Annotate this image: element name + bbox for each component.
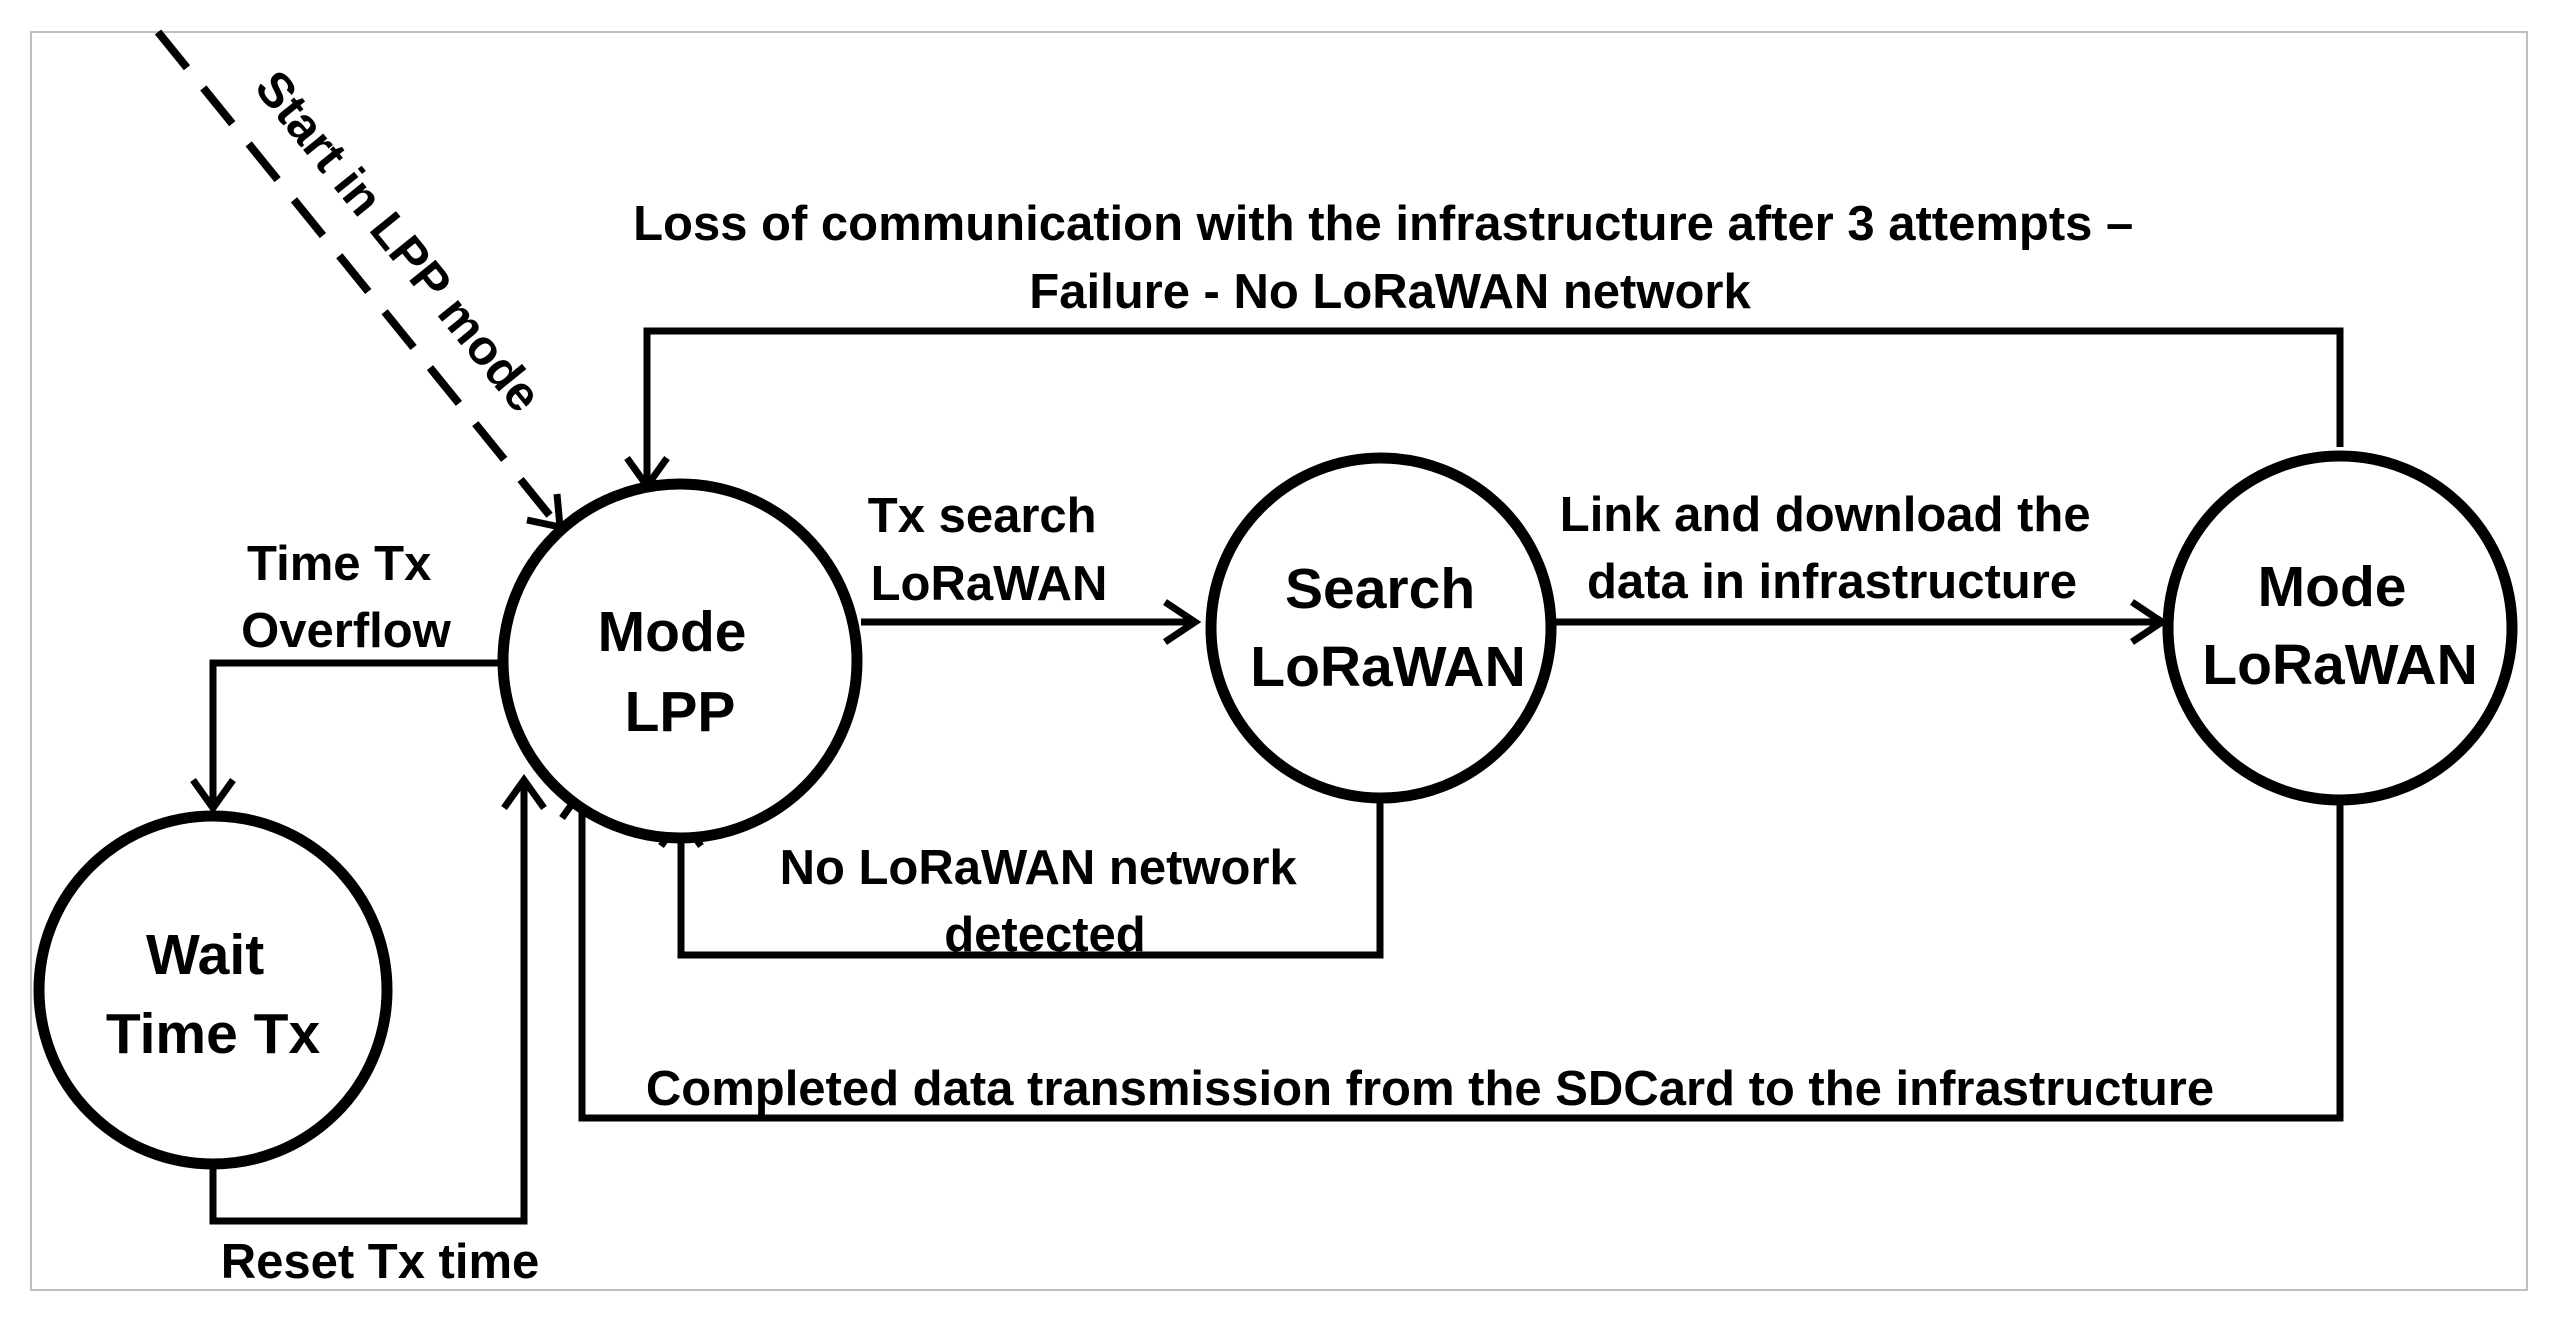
reset-arrow (209, 773, 547, 1225)
svg-text:Link and download the data: Link and download the data in infrastruc… (1560, 488, 2104, 609)
link-download-label-line-2: data in infrastructure (1587, 555, 2077, 609)
no-network-label-line-2: detected (944, 908, 1146, 962)
diagram-frame (30, 31, 2528, 1291)
tx-search-label-line-2: LoRaWAN (871, 557, 1108, 611)
svg-text:Time Tx Overflow: Time Tx Overflow (241, 537, 452, 658)
svg-text:Search LoRaWAN: Search LoRaWAN (1250, 557, 1525, 699)
node-wait-time-tx-line-1: Wait (146, 923, 264, 987)
svg-text:Mode LoRaWAN: Mode LoRaWAN (2202, 555, 2477, 697)
link-download-arrow (1555, 599, 2169, 645)
completed-label: Completed data transmission from the SDC… (646, 1062, 2214, 1116)
node-search-lorawan-line-2: LoRaWAN (1250, 635, 1525, 699)
node-wait-time-tx: Wait Time Tx (33, 810, 393, 1170)
loss-label-line-1: Loss of communication with the infrastru… (633, 197, 2133, 251)
loss-arrow (624, 327, 2344, 493)
start-label: Start in LPP mode (244, 61, 551, 422)
tx-search-arrow (861, 599, 1202, 645)
time-overflow-label-line-1: Time Tx (247, 537, 431, 591)
svg-text:No LoRaWAN network detecte: No LoRaWAN network detected (780, 841, 1311, 962)
node-mode-lpp-line-1: Mode (598, 600, 747, 664)
reset-label: Reset Tx time (221, 1235, 540, 1289)
time-overflow-arrow (190, 659, 499, 815)
svg-text:Mode LPP: Mode LPP (598, 600, 763, 744)
start-arrow (154, 29, 564, 532)
node-search-lorawan-line-1: Search (1285, 557, 1475, 621)
tx-search-label-line-1: Tx search (868, 489, 1097, 543)
link-download-label-line-1: Link and download the (1560, 488, 2091, 542)
node-mode-lpp: Mode LPP (497, 478, 863, 844)
no-network-label-line-1: No LoRaWAN network (780, 841, 1298, 895)
svg-text:Wait Time Tx: Wait Time Tx (106, 923, 321, 1066)
node-mode-lorawan: Mode LoRaWAN (2162, 450, 2518, 806)
node-search-lorawan: Search LoRaWAN (1205, 452, 1557, 804)
node-wait-time-tx-line-2: Time Tx (106, 1002, 321, 1066)
node-mode-lorawan-line-1: Mode (2258, 555, 2407, 619)
svg-text:Loss of communication with the: Loss of communication with the infrastru… (633, 197, 2147, 319)
node-mode-lpp-line-2: LPP (625, 680, 736, 744)
time-overflow-label-line-2: Overflow (241, 604, 452, 658)
loss-label-line-2: Failure - No LoRaWAN network (1029, 265, 1751, 319)
node-mode-lorawan-line-2: LoRaWAN (2202, 633, 2477, 697)
svg-text:Tx search LoRaWAN: Tx search LoRaWAN (868, 489, 1110, 611)
